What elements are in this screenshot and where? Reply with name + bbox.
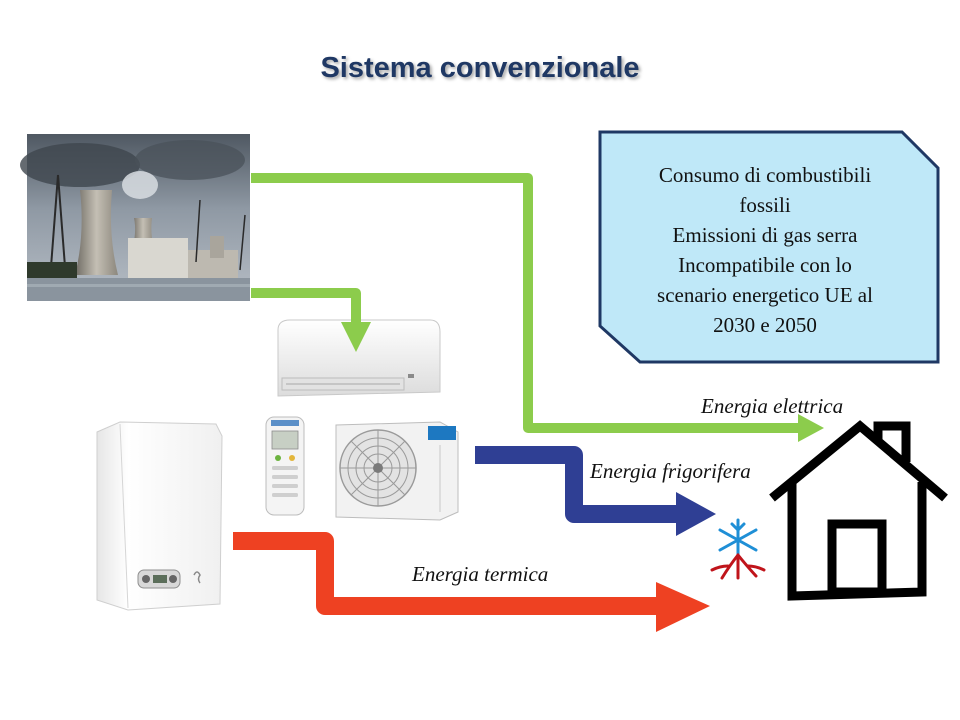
- air-conditioner-outdoor-unit: [335, 421, 459, 521]
- air-conditioner-indoor-unit: [277, 319, 441, 397]
- thermal-energy-label: Energia termica: [412, 562, 549, 586]
- callout-line: scenario energetico UE al: [657, 283, 873, 307]
- power-plant-photo: [20, 134, 250, 301]
- electric-flow-arrow: [251, 173, 824, 442]
- callout-line: 2030 e 2050: [713, 313, 817, 337]
- electric-branch-arrow: [251, 288, 371, 352]
- page-title: Sistema convenzionale: [320, 52, 640, 84]
- thermal-flow-arrow: [233, 532, 710, 632]
- cooling-flow-arrow: [475, 446, 716, 536]
- cooling-energy-label: Energia frigorifera: [590, 459, 751, 483]
- callout-line: fossili: [739, 193, 791, 217]
- frost-icon: [710, 518, 766, 580]
- info-callout-text: Consumo di combustibili fossili Emission…: [615, 160, 915, 340]
- house-icon: [769, 420, 948, 601]
- callout-line: Incompatibile con lo: [678, 253, 852, 277]
- remote-control: [265, 416, 305, 516]
- callout-line: Emissioni di gas serra: [672, 223, 858, 247]
- electric-energy-label: Energia elettrica: [701, 394, 844, 418]
- info-callout-box: [598, 130, 940, 364]
- callout-line: Consumo di combustibili: [658, 163, 872, 187]
- wall-boiler: [96, 421, 223, 611]
